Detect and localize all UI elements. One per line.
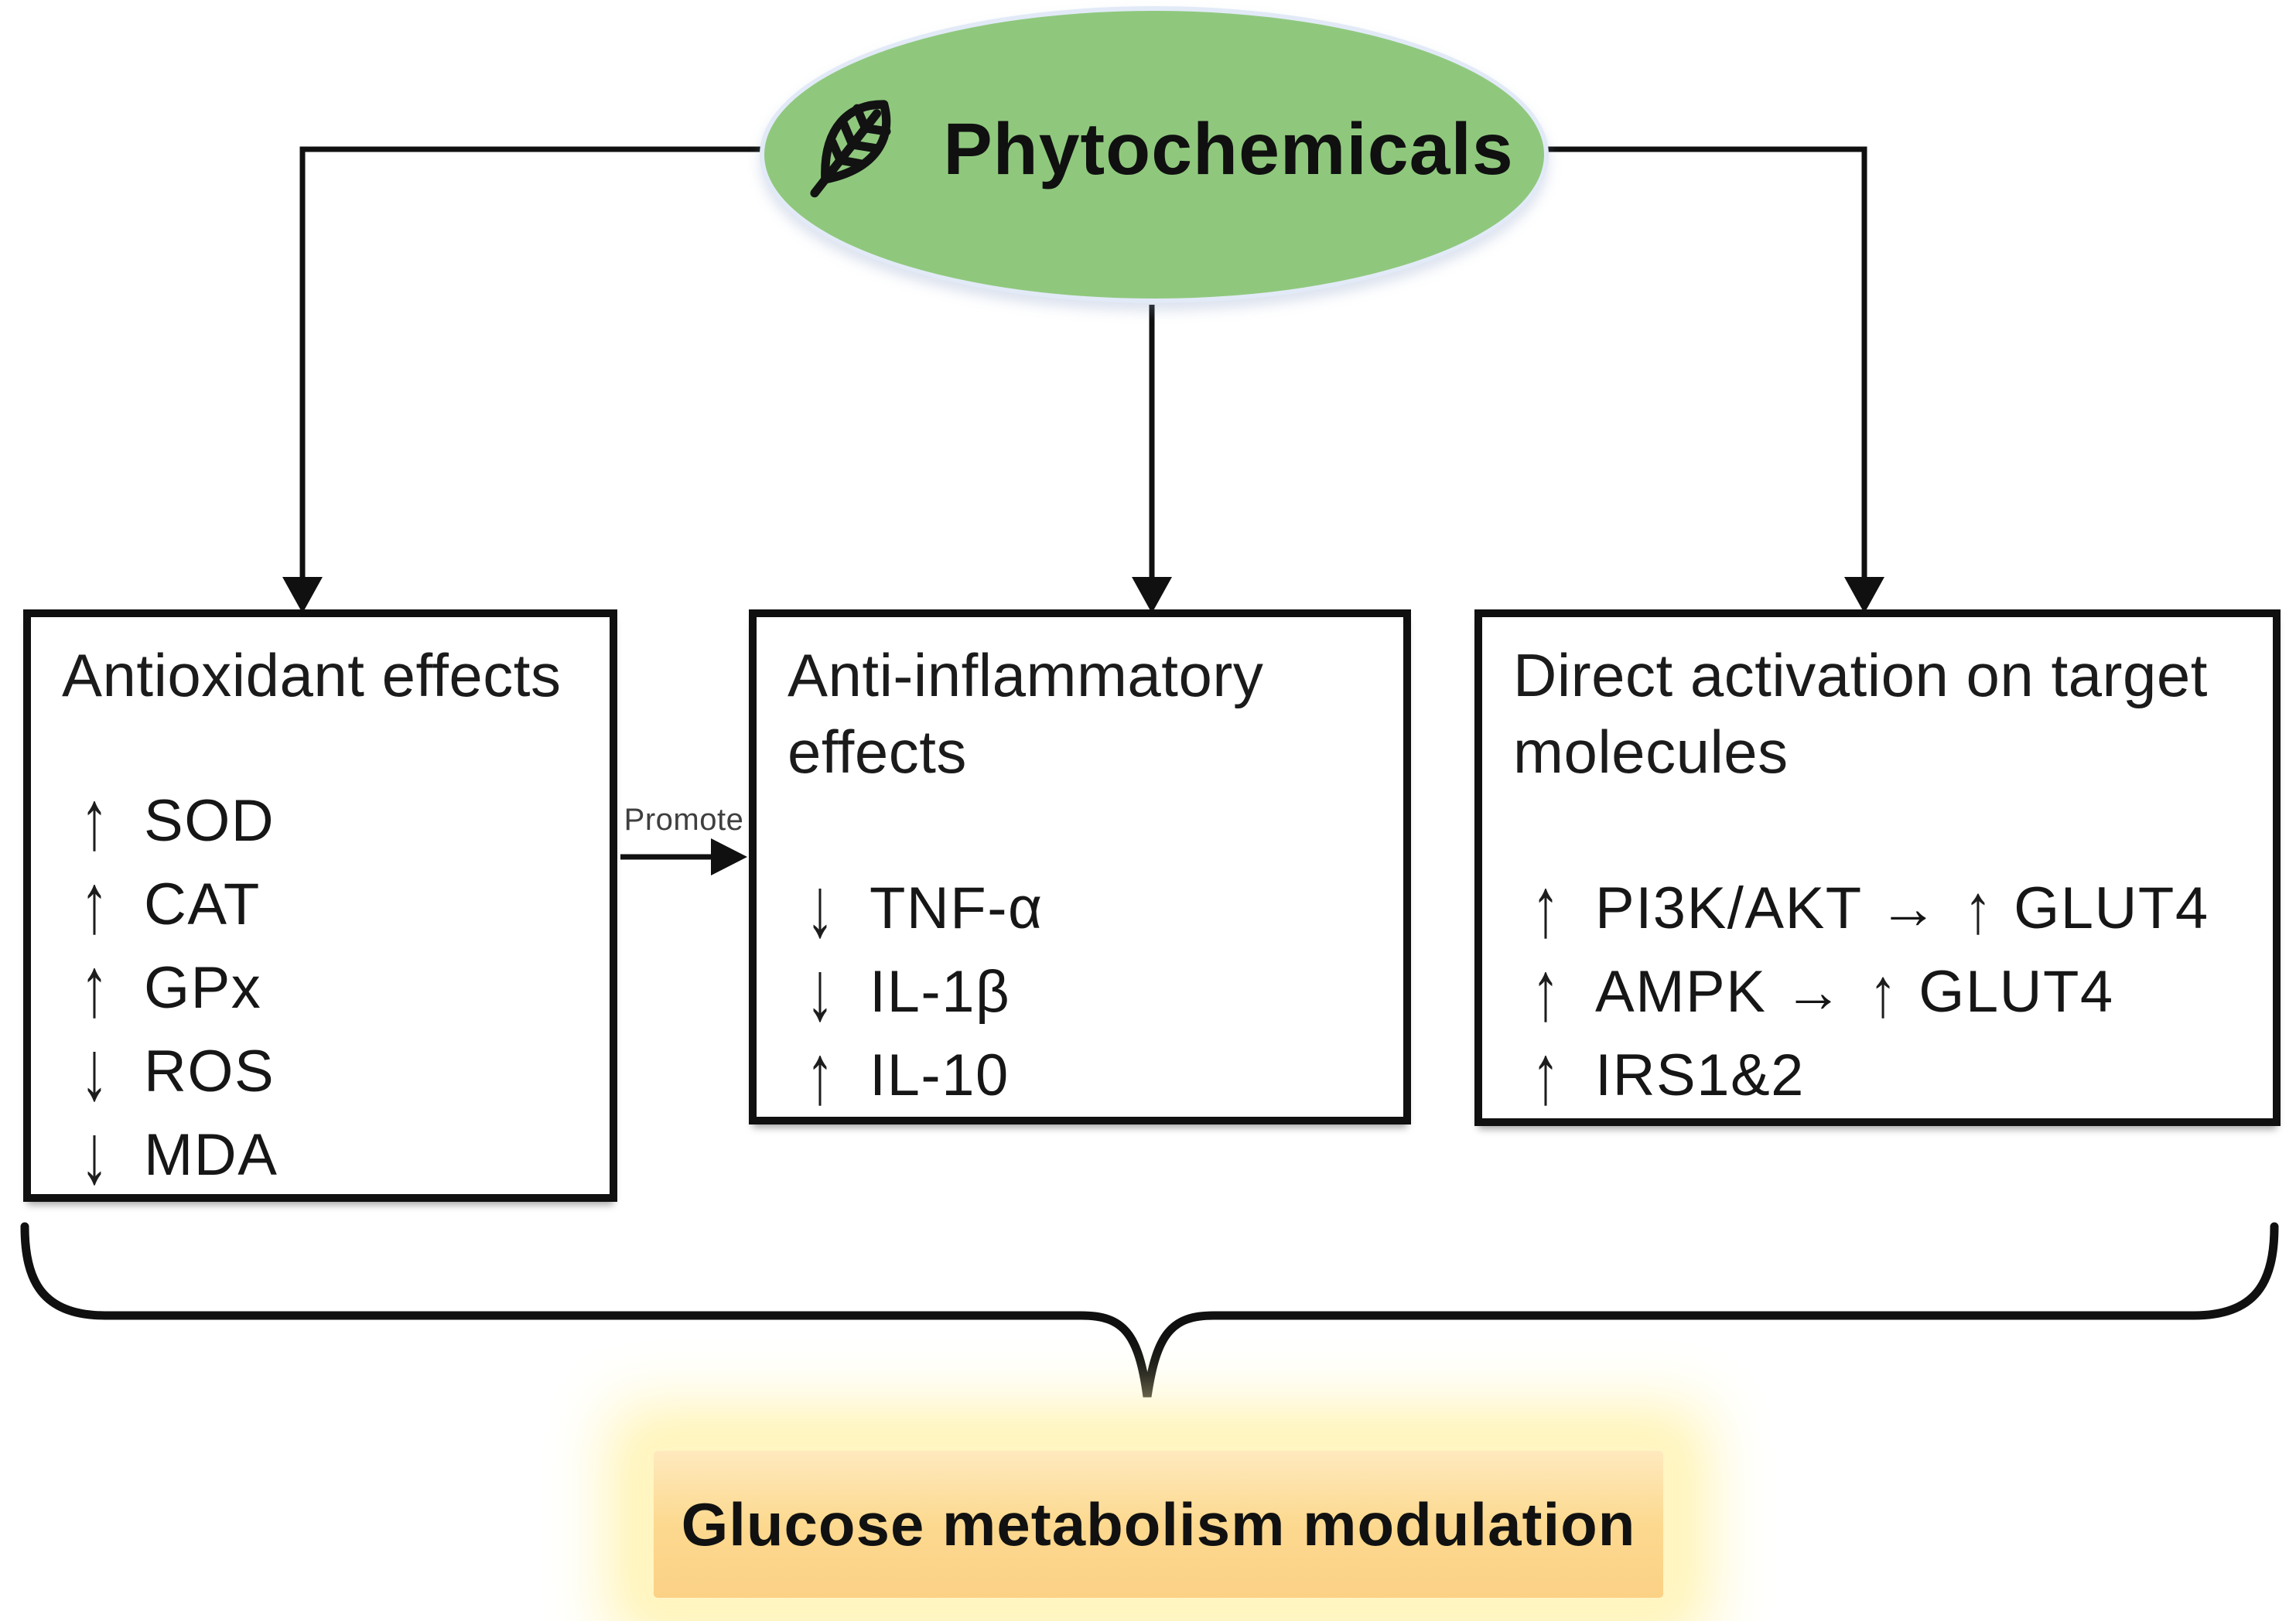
arrow-up-icon: ↑ (80, 773, 108, 868)
arrowhead-down-right-icon (1844, 577, 1884, 613)
outcome-label: Glucose metabolism modulation (681, 1490, 1636, 1558)
arrow-up-icon: ↑ (1869, 954, 1898, 1032)
list-item: ↑ SOD (31, 773, 610, 868)
box-anti-inflammatory: Anti-inflammatory effects ↓ TNF-α ↓ IL-1β ↑ I… (749, 609, 1411, 1124)
arrow-down-icon: ↓ (80, 1024, 108, 1118)
item-list: ↑PI3K/AKT → ↑ GLUT4↑AMPK → ↑ GLUT4↑IRS1&… (1482, 861, 2273, 1122)
arrow-down-icon: ↓ (806, 944, 834, 1039)
box-antioxidant: Antioxidant effects ↑SOD↑CAT↑GPx↓ROS↓MDA (23, 609, 617, 1202)
connector-left (299, 146, 761, 582)
curly-brace (20, 1222, 2279, 1397)
item-label: MDA (144, 1121, 278, 1188)
promote-label: Promote (624, 803, 744, 837)
box-title: Anti-inflammatory effects (788, 641, 1264, 787)
leaf-icon (810, 100, 891, 198)
list-item: ↑ IRS1&2 (1482, 1028, 2273, 1122)
list-item: ↓ TNF-α (757, 861, 1403, 955)
item-label: GPx (144, 954, 262, 1021)
item-label: SOD (144, 787, 275, 854)
arrow-up-icon: ↑ (1532, 861, 1560, 955)
item-label: CAT (144, 871, 261, 937)
item-label: IRS1&2 (1595, 1042, 1805, 1108)
arrow-up-icon: ↑ (80, 940, 108, 1035)
item-label: PI3K/AKT → ↑ GLUT4 (1595, 870, 2209, 948)
arrow-up-icon: ↑ (80, 857, 108, 951)
arrow-down-icon: ↓ (80, 1107, 108, 1202)
list-item: ↑PI3K/AKT → ↑ GLUT4 (1482, 861, 2273, 955)
arrow-down-icon: ↓ (806, 861, 834, 955)
root-label: Phytochemicals (943, 107, 1514, 190)
item-label: TNF-α (870, 875, 1044, 941)
item-list: ↑SOD↑CAT↑GPx↓ROS↓MDA (31, 773, 610, 1202)
connector-right (1548, 146, 1867, 582)
arrow-up-icon: ↑ (1532, 944, 1560, 1039)
arrowhead-down-left-icon (282, 577, 323, 613)
box-direct-activation: Direct activation on target molecules ↑P… (1474, 609, 2281, 1126)
arrowhead-right-promote-icon (711, 838, 747, 875)
arrow-up-icon: ↑ (1532, 1028, 1560, 1122)
box-title: Direct activation on target molecules (1513, 641, 2208, 787)
list-item: ↑ GPx (31, 940, 610, 1035)
list-item: ↓ROS (31, 1029, 610, 1113)
phytochemicals-node: Phytochemicals (760, 6, 1549, 303)
box-title: Antioxidant effects (62, 641, 562, 709)
list-item: ↑CAT (31, 862, 610, 946)
list-item: ↑AMPK → ↑ GLUT4 (1482, 944, 2273, 1039)
list-item: ↓ MDA (31, 1107, 610, 1202)
item-label: IL-10 (870, 1042, 1010, 1108)
arrow-up-icon: ↑ (806, 1028, 834, 1122)
arrow-up-icon: ↑ (1964, 870, 1994, 948)
item-label: AMPK → ↑ GLUT4 (1595, 954, 2114, 1032)
arrowhead-down-middle-icon (1132, 577, 1172, 613)
item-label: IL-1β (870, 958, 1011, 1025)
item-list: ↓ TNF-α ↓ IL-1β ↑ IL-10 (757, 861, 1403, 1122)
list-item: ↓ IL-1β (757, 944, 1403, 1039)
outcome-box: Glucose metabolism modulation (654, 1451, 1663, 1598)
list-item: ↑ IL-10 (757, 1028, 1403, 1122)
item-label: ROS (144, 1038, 275, 1104)
